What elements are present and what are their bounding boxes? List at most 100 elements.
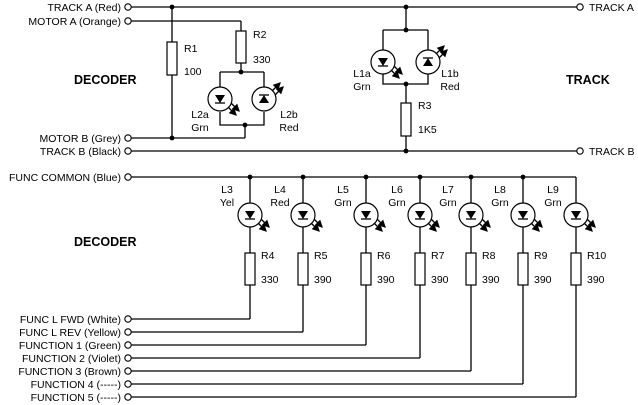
light-arrow-icon [481,218,491,228]
label-track-b-black: TRACK B (Black) [40,146,121,158]
terminal-output [124,393,132,401]
label-track-a-red: TRACK A (Red) [47,2,121,14]
terminal-track-b-right [576,147,584,155]
resistor-value: 330 [261,274,279,286]
led-color: Grn [388,197,406,209]
resistor-name: R9 [534,250,548,262]
resistor-value: 390 [482,274,500,286]
l1a-name: L1a [353,68,371,80]
label-track-a-right: TRACK A [589,2,634,14]
l2a-name: L2a [191,109,209,121]
led-name: L8 [494,184,506,196]
label-track-b-right: TRACK B [589,146,635,158]
light-arrow-icon [260,218,270,228]
led-l2a [207,86,240,116]
resistor-value: 390 [431,274,449,286]
label-func-l-fwd: FUNC L FWD (White) [20,314,121,326]
l1b-name: L1b [441,68,459,80]
light-arrow-icon [427,222,437,232]
led-color: Grn [334,197,352,209]
label-function-4: FUNCTION 4 (-----) [31,379,121,391]
label-func-l-rev: FUNC L REV (Yellow) [19,327,121,339]
r3-name: R3 [418,100,432,112]
label-function-3: FUNCTION 3 (Brown) [18,366,121,378]
resistor-r5 [297,252,309,286]
led-triangle-icon [571,211,581,219]
terminal-track-a-right [576,3,584,11]
light-arrow-icon [586,218,596,228]
label-motor-b-grey: MOTOR B (Grey) [40,133,121,145]
led-color: Yel [220,197,234,209]
r2-name: R2 [253,29,267,41]
led-triangle-icon [466,211,476,219]
light-arrow-icon [430,218,440,228]
light-arrow-icon [530,222,540,232]
resistor-value: 390 [587,274,605,286]
led-triangle-icon [245,211,255,219]
light-arrow-icon [583,222,593,232]
resistor-name: R4 [261,250,275,262]
label-function-1: FUNCTION 1 (Green) [19,340,121,352]
led-name: L3 [221,184,233,196]
l1b-color: Red [440,81,459,93]
resistor-r8 [465,252,477,286]
resistor-value: 390 [377,274,395,286]
resistor-name: R6 [377,250,391,262]
l2a-color: Grn [191,122,209,134]
label-function-2: FUNCTION 2 (Violet) [22,353,121,365]
resistor-name: R7 [431,250,445,262]
function-outputs: L3YelR4330L4RedR5390L5GrnR6390L6GrnR7390… [124,173,606,401]
led-color: Red [270,197,289,209]
led-name: L9 [547,184,559,196]
led-l1b [415,45,448,75]
terminal-motor-a [124,17,132,25]
resistor-r9 [517,252,529,286]
terminal-track-b-left [124,147,132,155]
light-arrow-icon [310,222,320,232]
light-arrow-icon [313,218,323,228]
led-name: L7 [442,184,454,196]
light-arrow-icon [478,222,488,232]
terminal-motor-b [124,134,132,142]
resistor-r10 [570,252,582,286]
led-triangle-icon [518,211,528,219]
led-name: L4 [274,184,286,196]
block-decoder-bottom: DECODER [74,235,137,249]
terminal-output [124,341,132,349]
terminal-output [124,367,132,375]
led-l1a [370,49,403,79]
light-arrow-icon [257,222,267,232]
label-motor-a-orange: MOTOR A (Orange) [28,16,121,28]
led-color: Grn [439,197,457,209]
l2b-color: Red [279,122,298,134]
terminal-track-a-left [124,3,132,11]
resistor-r7 [414,252,426,286]
resistor-value: 390 [314,274,332,286]
resistor-value: 390 [534,274,552,286]
led-name: L5 [337,184,349,196]
r2-value: 330 [253,54,271,66]
resistor-name: R5 [314,250,328,262]
led-l2b [251,82,284,112]
label-function-5: FUNCTION 5 (-----) [31,392,121,404]
terminal-func-common [124,173,132,181]
led-name: L6 [391,184,403,196]
light-arrow-icon [373,222,383,232]
light-arrow-icon [376,218,386,228]
r3-value: 1K5 [418,124,437,136]
light-arrow-icon [533,218,543,228]
terminal-output [124,380,132,388]
resistor-name: R8 [482,250,496,262]
r1-value: 100 [184,66,202,78]
resistor-name: R10 [587,250,606,262]
l1a-color: Grn [353,81,371,93]
label-func-common: FUNC COMMON (Blue) [9,172,121,184]
led-triangle-icon [298,211,308,219]
r1-name: R1 [184,43,198,55]
terminal-output [124,315,132,323]
resistor-r6 [360,252,372,286]
led-color: Grn [544,197,562,209]
led-triangle-icon [361,211,371,219]
led-triangle-icon [415,211,425,219]
